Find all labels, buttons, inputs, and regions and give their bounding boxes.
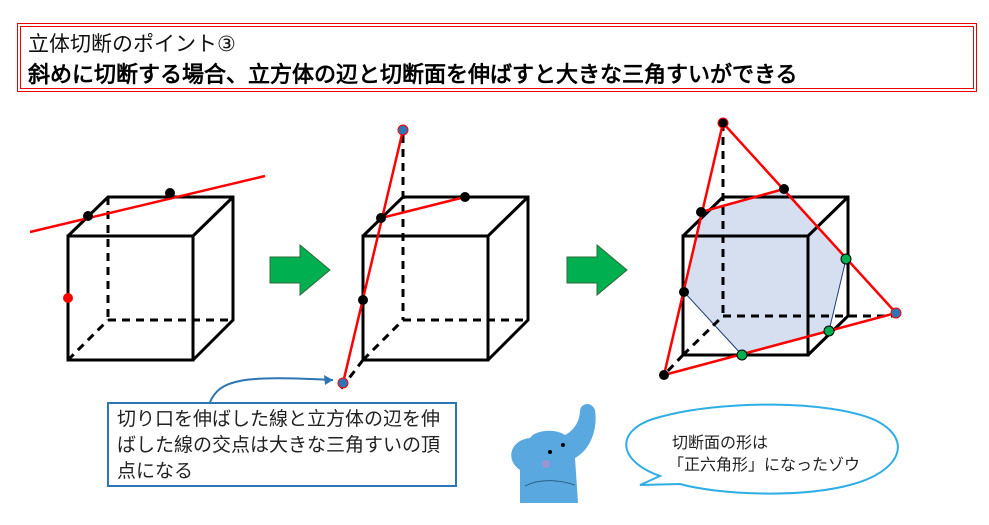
cut-line-2a bbox=[341, 129, 405, 384]
point-green bbox=[840, 253, 852, 265]
point bbox=[779, 184, 789, 194]
cut-line-1 bbox=[29, 174, 266, 234]
elephant-illustration bbox=[511, 404, 596, 503]
apex-point bbox=[337, 377, 349, 389]
cube-2 bbox=[338, 135, 530, 391]
point bbox=[165, 188, 175, 198]
arrow-right-icon bbox=[269, 243, 331, 297]
note-box: 切り口を伸ばした線と立方体の辺を伸ばした線の交点は大きな三角すいの頂点になる bbox=[107, 402, 457, 487]
point bbox=[358, 295, 368, 305]
point-green bbox=[736, 349, 748, 361]
title-box: 立体切断のポイント③ 斜めに切断する場合、立方体の辺と切断面を伸ばすと大きな三角… bbox=[17, 23, 977, 92]
title-line2: 斜めに切断する場合、立方体の辺と切断面を伸ばすと大きな三角すいができる bbox=[28, 63, 798, 88]
cut-line-2b bbox=[380, 195, 466, 220]
apex-point bbox=[397, 124, 409, 136]
point-red bbox=[63, 293, 73, 303]
point bbox=[659, 370, 669, 380]
point bbox=[83, 211, 93, 221]
point bbox=[696, 207, 706, 217]
cube-1 bbox=[66, 195, 235, 362]
point bbox=[376, 213, 386, 223]
title-line1: 立体切断のポイント③ bbox=[28, 32, 236, 56]
bubble-line1: 切断面の形は bbox=[672, 433, 769, 452]
bubble-line2: 「正六角形」になったゾウ bbox=[668, 455, 861, 474]
point bbox=[460, 192, 470, 202]
point-green bbox=[823, 325, 835, 337]
speech-bubble bbox=[625, 403, 899, 495]
apex-point bbox=[890, 307, 902, 319]
large-triangle bbox=[662, 120, 899, 377]
callout-arrow bbox=[209, 377, 334, 403]
point bbox=[679, 287, 689, 297]
arrow-right-icon bbox=[566, 243, 628, 297]
point bbox=[717, 117, 729, 129]
bubble-text: 切断面の形は 「正六角形」になったゾウ bbox=[668, 432, 860, 476]
